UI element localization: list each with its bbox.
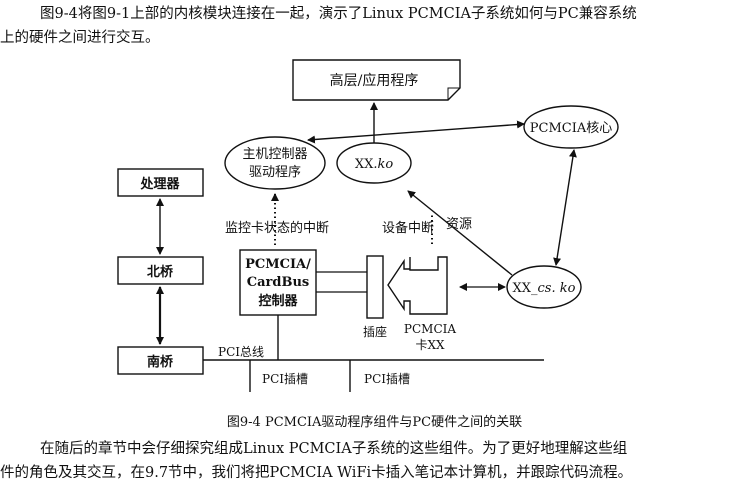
pci-slot-2-label: PCI插槽 — [364, 372, 410, 386]
body-paragraph: 在随后的章节中会仔细探究组成Linux PCMCIA子系统的这些组件。为了更好地… — [0, 437, 749, 485]
core-xxcs-arrow — [553, 149, 577, 266]
controller-label-1: PCMCIA/ — [245, 257, 311, 272]
intro-paragraph: 图9-4将图9-1上部的内核模块连接在一起，演示了Linux PCMCIA子系统… — [0, 2, 749, 50]
xx-cs-ko-label: XX_cs. ko — [513, 281, 576, 296]
body-line-1: 在随后的章节中会仔细探究组成Linux PCMCIA子系统的这些组件。为了更好地… — [40, 441, 628, 457]
host-driver-label-1: 主机控制器 — [242, 147, 307, 162]
pci-slot-1-label: PCI插槽 — [262, 372, 308, 386]
controller-label-3: 控制器 — [258, 293, 298, 309]
xx-ko-label: XX.ko — [355, 157, 394, 172]
pci-bus-label: PCI总线 — [218, 345, 264, 359]
pcmcia-card: PCMCIA 卡XX — [387, 256, 456, 352]
socket-label: 插座 — [363, 324, 387, 339]
north-bridge-box: 北桥 — [117, 256, 204, 285]
intro-line-2: 上的硬件之间进行交互。 — [0, 30, 160, 46]
core-host-arrow — [307, 120, 525, 144]
processor-label: 处理器 — [139, 176, 180, 192]
pci-bus: PCI总线 PCI插槽 PCI插槽 — [203, 315, 544, 392]
high-layer-app-box: 高层/应用程序 — [292, 59, 461, 101]
south-bridge-box: 南桥 — [117, 346, 204, 375]
south-bridge-label: 南桥 — [147, 354, 174, 370]
resource-label: 资源 — [446, 217, 472, 232]
status-interrupt-label: 监控卡状态的中断 — [225, 220, 329, 236]
controller-socket-link — [316, 271, 367, 293]
high-layer-app-label: 高层/应用程序 — [330, 72, 419, 89]
pcmcia-core-label: PCMCIA核心 — [530, 121, 612, 136]
host-driver-node: 主机控制器 驱动程序 — [224, 136, 326, 190]
body-line-2: 件的角色及其交互，在9.7节中，我们将把PCMCIA WiFi卡插入笔记本计算机… — [0, 465, 633, 481]
socket-box: 插座 — [363, 255, 387, 339]
cardbus-controller-box: PCMCIA/ CardBus 控制器 — [239, 249, 317, 316]
resource-arrow — [407, 190, 513, 276]
north-bridge-label: 北桥 — [147, 264, 174, 280]
processor-box: 处理器 — [117, 168, 204, 197]
intro-line-1: 图9-4将图9-1上部的内核模块连接在一起，演示了Linux PCMCIA子系统… — [40, 6, 637, 22]
host-driver-label-2: 驱动程序 — [249, 165, 301, 180]
card-label-2: 卡XX — [415, 338, 445, 352]
figure-caption: 图9-4 PCMCIA驱动程序组件与PC硬件之间的关联 — [226, 415, 523, 430]
card-label-1: PCMCIA — [404, 322, 456, 336]
controller-label-2: CardBus — [247, 275, 309, 290]
xx-ko-node: XX.ko — [336, 142, 412, 184]
device-interrupt-label: 设备中断 — [382, 220, 434, 236]
xx-cs-ko-node: XX_cs. ko — [506, 265, 582, 309]
pcmcia-core-node: PCMCIA核心 — [523, 105, 619, 149]
